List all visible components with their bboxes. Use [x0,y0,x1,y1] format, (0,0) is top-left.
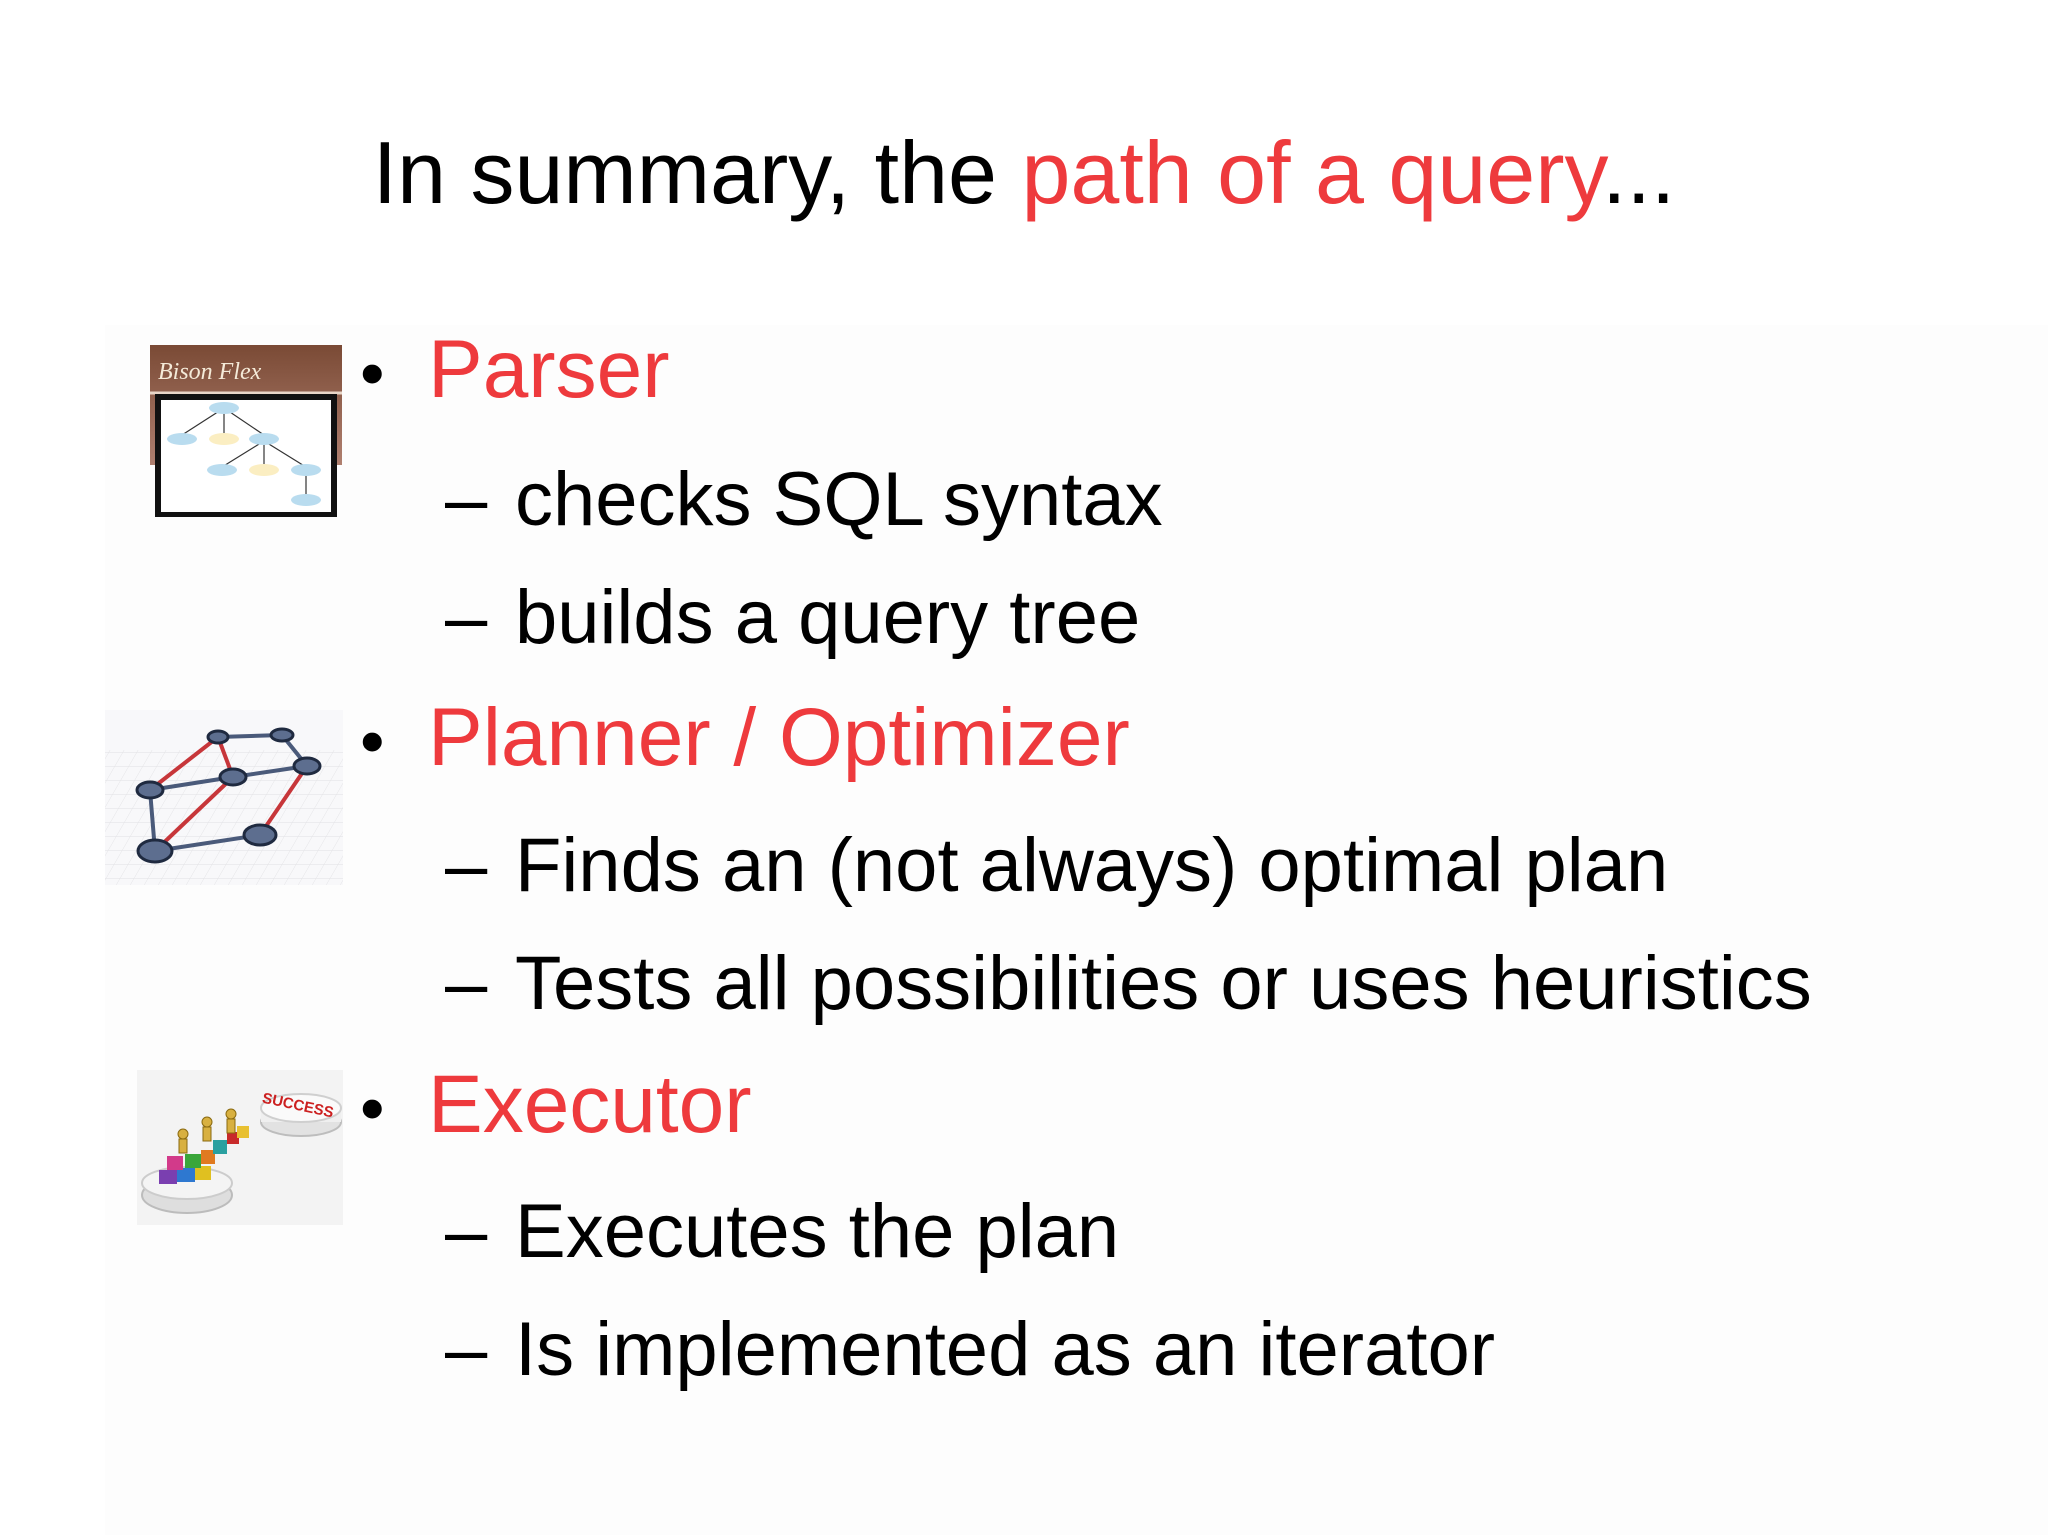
bullet-dot: • [360,1069,385,1147]
title-prefix: In summary, the [372,123,1022,222]
sub-item-text: builds a query tree [515,575,1141,660]
sub-item-executor-2: –Is implemented as an iterator [445,1302,1495,1398]
dash: – [445,1307,488,1392]
bison-flex-parse-tree-icon: Bison Flex [150,345,342,517]
sub-item-text: Executes the plan [515,1189,1120,1274]
dash: – [445,1189,488,1274]
title-suffix: ... [1602,123,1676,222]
bullet-parser: • Parser [360,320,670,423]
dash: – [445,457,488,542]
dash: – [445,823,488,908]
bullet-heading-executor: Executor [428,1059,752,1150]
sub-item-parser-1: –checks SQL syntax [445,452,1163,548]
dash: – [445,575,488,660]
bullet-heading-planner: Planner / Optimizer [428,692,1130,783]
content-background [105,325,2048,1535]
bullet-dot: • [360,334,385,412]
sub-item-text: Finds an (not always) optimal plan [515,823,1669,908]
graph-network-icon [105,710,343,885]
success-puzzle-icon: SUCCESS [137,1070,343,1225]
bullet-executor: • Executor [360,1055,752,1158]
sub-item-planner-1: –Finds an (not always) optimal plan [445,818,1668,914]
dash: – [445,941,488,1026]
sub-item-planner-2: –Tests all possibilities or uses heurist… [445,936,1812,1032]
sub-item-parser-2: –builds a query tree [445,570,1140,666]
icon-label-bison-flex: Bison Flex [158,359,262,385]
sub-item-executor-1: –Executes the plan [445,1184,1119,1280]
sub-item-text: Tests all possibilities or uses heuristi… [515,941,1812,1026]
bullet-dot: • [360,702,385,780]
sub-item-text: Is implemented as an iterator [515,1307,1496,1392]
sub-item-text: checks SQL syntax [515,457,1163,542]
title-accent: path of a query [1021,123,1602,222]
bullet-heading-parser: Parser [428,324,670,415]
bullet-planner-optimizer: • Planner / Optimizer [360,688,1130,791]
slide-title: In summary, the path of a query... [0,118,2048,228]
